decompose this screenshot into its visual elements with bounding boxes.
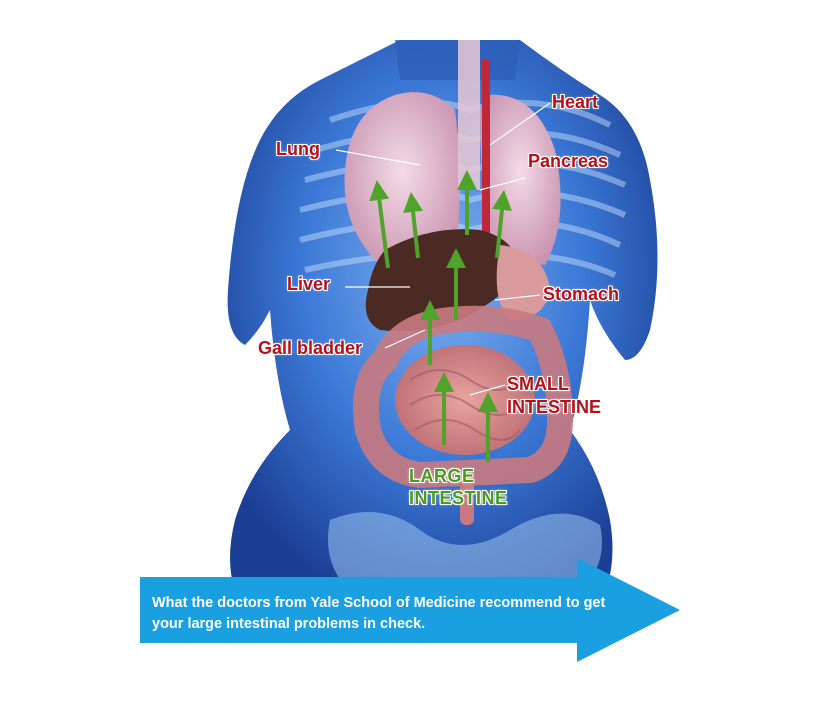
rectum bbox=[460, 470, 474, 525]
leader-lines bbox=[335, 102, 551, 396]
small-intestine bbox=[395, 345, 535, 455]
banner-arrow bbox=[140, 558, 680, 662]
trachea bbox=[458, 40, 480, 190]
flow-arrow bbox=[403, 192, 424, 259]
label-small-intestine-line2: INTESTINE bbox=[507, 397, 602, 417]
flow-arrows bbox=[369, 170, 512, 462]
label-large-intestine-line1: LARGE bbox=[409, 466, 475, 486]
label-lung: Lung bbox=[276, 139, 320, 159]
small-intestine-folds bbox=[409, 369, 526, 441]
label-pancreas: Pancreas bbox=[528, 151, 609, 171]
label-large-intestine-line2: INTESTINE bbox=[409, 488, 508, 508]
banner-text: What the doctors from Yale School of Med… bbox=[152, 595, 606, 632]
liver bbox=[365, 229, 520, 332]
flow-arrow bbox=[369, 180, 390, 269]
label-small-intestine-line1: SMALL bbox=[507, 374, 569, 394]
label-stomach: Stomach bbox=[543, 284, 620, 304]
stomach bbox=[496, 245, 550, 320]
label-liver: Liver bbox=[287, 274, 331, 294]
neck bbox=[395, 40, 520, 80]
flow-arrow bbox=[492, 190, 512, 259]
large-intestine bbox=[353, 305, 574, 489]
left-lung bbox=[344, 92, 460, 270]
label-gall-bladder: Gall bladder bbox=[258, 338, 363, 358]
aorta bbox=[482, 60, 490, 280]
label-heart: Heart bbox=[552, 92, 599, 112]
